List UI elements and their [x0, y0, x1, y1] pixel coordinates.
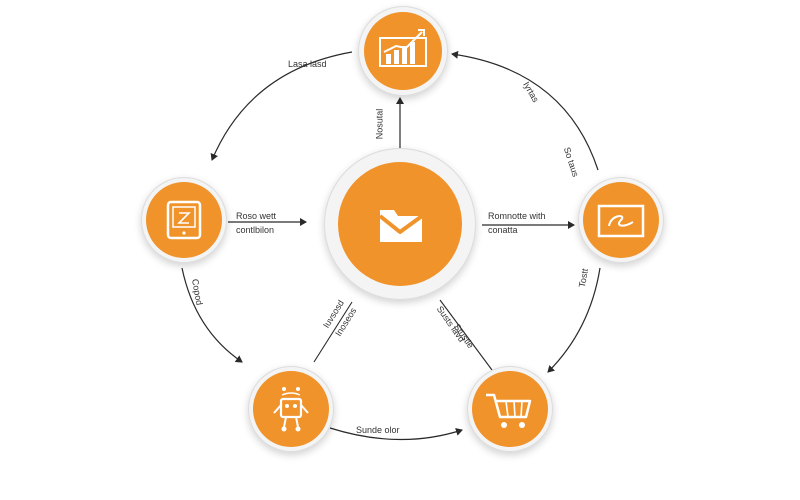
folder-mail-icon [378, 210, 424, 242]
top-node[interactable] [358, 6, 448, 96]
bar-chart-icon [379, 29, 427, 67]
right-node[interactable] [578, 177, 664, 263]
shopping-cart-icon [486, 393, 532, 428]
label-right-connector-1: Romnotte with [488, 211, 546, 221]
arrow-top-to-left [210, 51, 353, 161]
robot-icon [273, 387, 309, 432]
left-node[interactable] [141, 177, 227, 263]
arrow-left-to-bottom-left [181, 267, 243, 363]
label-bottom-arc: Sunde olor [356, 425, 400, 435]
right-node-core [583, 182, 659, 258]
connector-center-to-bottom-right [439, 299, 493, 371]
arrow-right-to-bottom-right [547, 267, 601, 373]
arrow-bottom-left-to-bottom-right [329, 427, 463, 441]
center-node[interactable] [324, 148, 476, 300]
center-node-core [338, 162, 462, 286]
top-node-core [364, 12, 442, 90]
label-left-connector-2: contlbilon [236, 225, 275, 235]
bottom-right-node-core [472, 371, 548, 447]
tablet-icon [166, 200, 202, 240]
arrow-right-to-top [451, 50, 599, 171]
left-node-core [146, 182, 222, 258]
label-top-vertical: Nosutal [374, 108, 385, 140]
bottom-right-node[interactable] [467, 366, 553, 452]
label-right-connector-2: conatta [488, 225, 518, 235]
label-top-left-arc: Lasa lasd [288, 59, 327, 69]
bottom-left-node[interactable] [248, 366, 334, 452]
connector-center-to-bottom-left [313, 301, 353, 363]
bottom-left-node-core [253, 371, 329, 447]
label-left-connector-1: Roso wett [236, 211, 277, 221]
signature-screen-icon [597, 204, 645, 238]
